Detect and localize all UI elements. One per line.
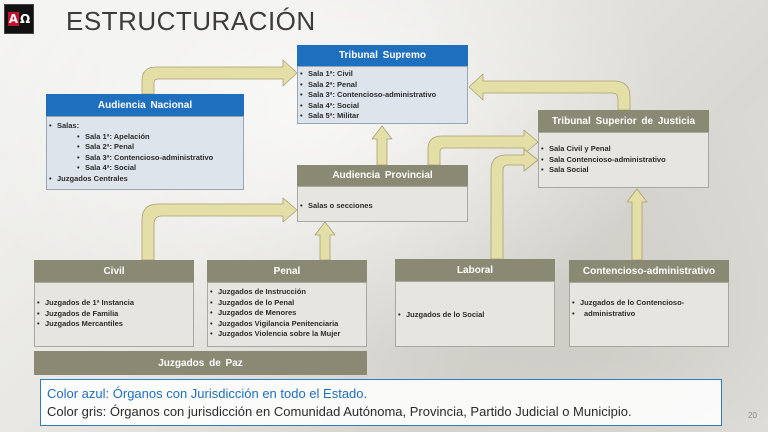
tribunal-supremo-header: Tribunal Supremo (297, 45, 468, 66)
list-item: Juzgados de lo Contencioso- (570, 298, 728, 309)
arrow-penal-to-ap (314, 221, 336, 261)
color-legend: Color azul: Órganos con Jurisdicción en … (40, 379, 722, 426)
civil-body: Juzgados de 1ª Instancia Juzgados de Fam… (34, 282, 194, 347)
list-item: Sala 1ª: Civil (298, 69, 467, 80)
audiencia-provincial-body: Salas o secciones (297, 186, 468, 222)
list-item: Sala Contencioso-administrativo (539, 155, 708, 166)
audiencia-nacional-body: Salas: Sala 1ª: Apelación Sala 2ª: Penal… (46, 116, 244, 190)
tsj-title: Tribunal Superior de Justicia (551, 115, 696, 127)
penal-body: Juzgados de Instrucción Juzgados de lo P… (207, 282, 367, 347)
civil-header: Civil (34, 260, 194, 282)
list-item: Juzgados de lo Social (396, 310, 554, 321)
legend-blue-line: Color azul: Órganos con Jurisdicción en … (47, 386, 368, 401)
arrow-civil-to-ap (141, 197, 298, 261)
contencioso-body: Juzgados de lo Contencioso- administrati… (569, 282, 729, 347)
arrow-ap-to-ts (371, 125, 393, 166)
logo-omega: Ω (20, 12, 31, 26)
list-item: Sala 3ª: Contencioso-administrativo (298, 90, 467, 101)
list-item-continued: administrativo (570, 309, 728, 320)
list-item: Sala 5ª: Militar (298, 111, 467, 122)
audiencia-provincial-header: Audiencia Provincial (297, 165, 468, 186)
penal-header: Penal (207, 260, 367, 282)
logo-alpha: A (7, 12, 20, 26)
list-item: Juzgados de Instrucción (208, 287, 366, 298)
arrow-cont-to-tsj (626, 188, 648, 261)
salas-label: Salas: (47, 121, 243, 132)
list-item: Salas o secciones (298, 201, 467, 212)
list-item: Juzgados Vigilancia Penitenciaria (208, 319, 366, 330)
list-item: Sala Social (539, 165, 708, 176)
page-title: ESTRUCTURACIÓN (66, 6, 316, 36)
list-item: Sala 1ª: Apelación (47, 132, 243, 143)
arrow-an-to-ts (141, 59, 298, 95)
civil-title: Civil (103, 265, 125, 277)
tsj-body: Sala Civil y Penal Sala Contencioso-admi… (538, 132, 709, 188)
juzgados-paz-title: Juzgados de Paz (158, 357, 243, 369)
page-number: 20 (748, 411, 757, 420)
list-item: Juzgados de 1ª Instancia (35, 298, 193, 309)
list-item: Juzgados de Menores (208, 308, 366, 319)
list-item: Juzgados de lo Penal (208, 298, 366, 309)
list-item: Juzgados de Familia (35, 309, 193, 320)
audiencia-nacional-header: Audiencia Nacional (46, 94, 244, 116)
list-item: Sala 4ª: Social (298, 101, 467, 112)
penal-title: Penal (273, 265, 301, 277)
laboral-title: Laboral (456, 264, 494, 276)
contencioso-title: Contencioso-administrativo (582, 265, 716, 277)
list-item: Sala 3ª: Contencioso-administrativo (47, 153, 243, 164)
list-item: Juzgados Mercantiles (35, 319, 193, 330)
audiencia-nacional-title: Audiencia Nacional (97, 99, 193, 111)
tribunal-supremo-title: Tribunal Supremo (338, 50, 426, 61)
arrow-ap-to-tsj (427, 129, 539, 166)
list-item: Juzgados Centrales (47, 174, 243, 185)
list-item: Sala 2ª: Penal (298, 80, 467, 91)
list-item: Sala 4ª: Social (47, 163, 243, 174)
tribunal-supremo-body: Sala 1ª: Civil Sala 2ª: Penal Sala 3ª: C… (297, 66, 468, 124)
alpha-omega-logo: A Ω (4, 4, 34, 34)
arrow-laboral-to-tsj (490, 148, 539, 260)
juzgados-paz-bar: Juzgados de Paz (34, 351, 367, 375)
contencioso-header: Contencioso-administrativo (569, 260, 729, 282)
laboral-header: Laboral (395, 259, 555, 281)
arrow-tsj-to-ts (468, 73, 631, 111)
audiencia-provincial-title: Audiencia Provincial (332, 170, 433, 181)
list-item: Sala 2ª: Penal (47, 142, 243, 153)
list-item: Juzgados Violencia sobre la Mujer (208, 329, 366, 340)
list-item: Sala Civil y Penal (539, 144, 708, 155)
laboral-body: Juzgados de lo Social (395, 281, 555, 347)
legend-grey-line: Color gris: Órganos con jurisdicción en … (47, 404, 632, 419)
tsj-header: Tribunal Superior de Justicia (538, 110, 709, 132)
